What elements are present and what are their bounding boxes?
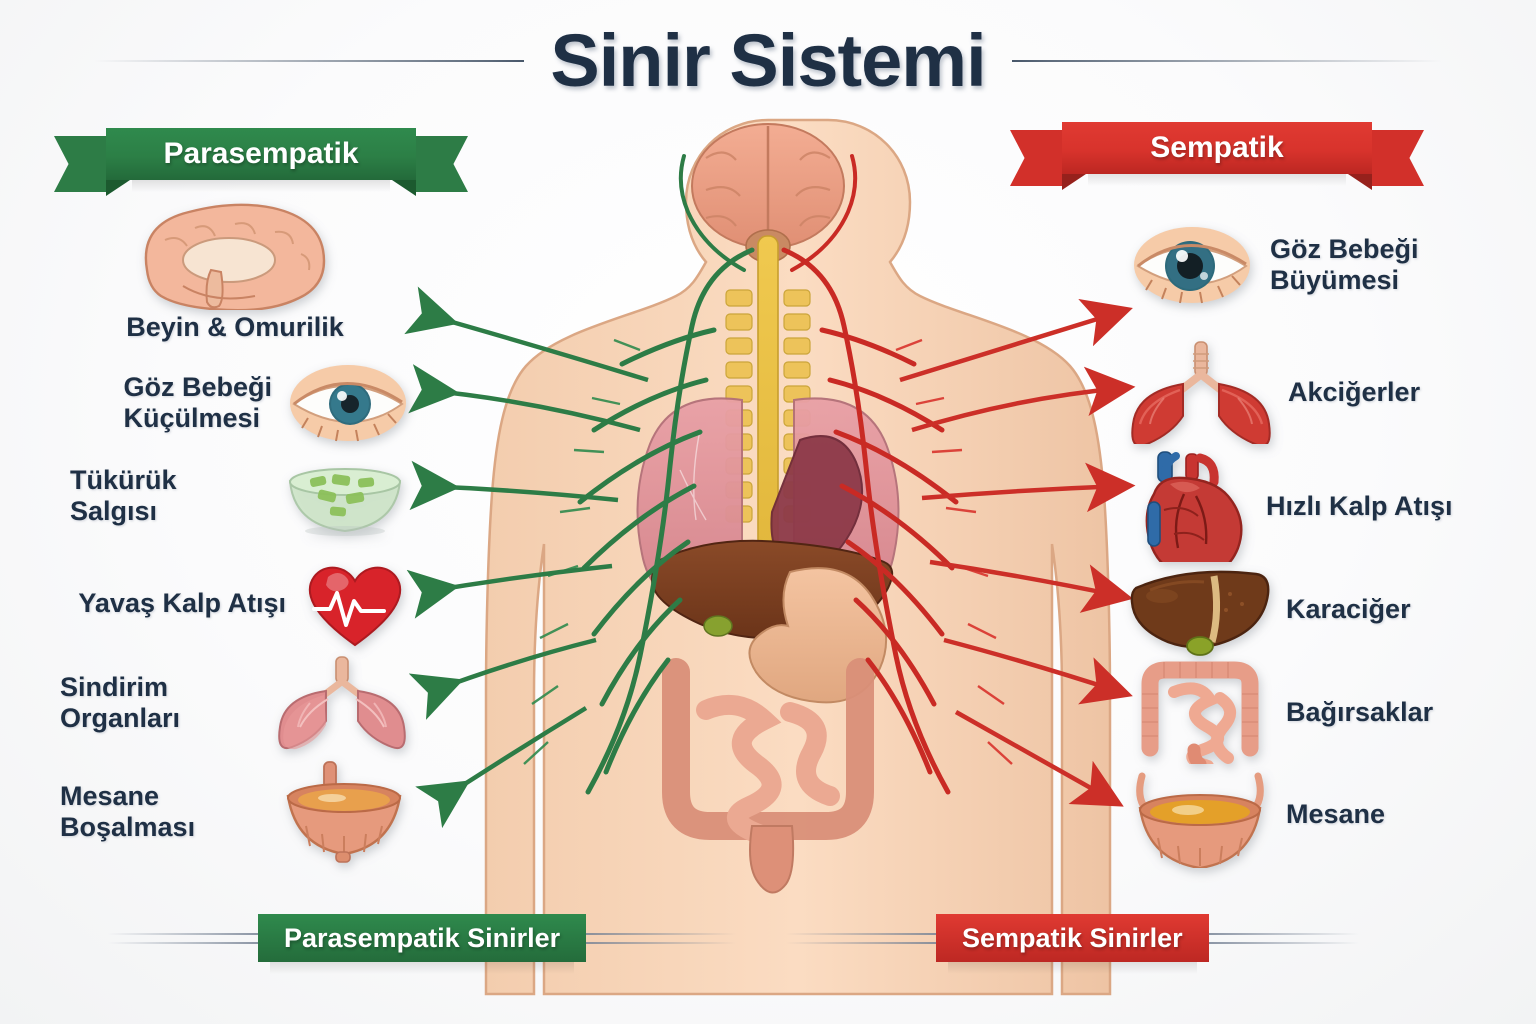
eye-constricted-pupil-icon <box>290 365 406 442</box>
legend-lines-right <box>1208 932 1359 944</box>
ribbon-band <box>1062 122 1372 174</box>
ribbon-shadow <box>132 180 390 192</box>
saliva-bowl-icon <box>288 468 402 536</box>
parasympathetic-arrows <box>404 286 649 829</box>
sympathetic-banner: Sempatik <box>1010 122 1424 190</box>
eye-dilated-pupil-icon <box>1134 227 1250 304</box>
lungs-icon <box>278 656 406 750</box>
list-item: Göz Bebeği Büyümesi <box>1130 222 1530 308</box>
intestines-icon <box>1141 661 1259 764</box>
legend-lines-left <box>786 932 936 944</box>
list-item-label: Yavaş Kalp Atışı <box>78 587 286 618</box>
list-item-label: Mesane Boşalması <box>60 781 196 842</box>
figure-rectum <box>749 825 795 894</box>
bladder-icon <box>1136 772 1264 868</box>
list-item: Hızlı Kalp Atışı <box>1130 450 1530 562</box>
list-item-label: Akciğerler <box>1288 376 1421 407</box>
list-item-label: Tükürük Salgısı <box>70 465 177 526</box>
list-item: Yavaş Kalp Atışı <box>70 555 410 651</box>
legend-line <box>586 932 737 935</box>
list-item: Bağırsaklar <box>1130 660 1530 764</box>
legend-parasympathetic: Parasempatik Sinirler <box>108 914 737 974</box>
legend-line <box>1208 932 1359 935</box>
list-item-label: Mesane <box>1286 798 1386 829</box>
heart-slow-beat-icon <box>308 566 402 647</box>
list-item-label: Sindirim Organları <box>60 672 181 733</box>
legend-line <box>108 932 258 935</box>
liver-icon <box>1130 570 1270 656</box>
brain-sagittal-icon <box>144 203 326 310</box>
sympathetic-nerves <box>781 154 959 795</box>
legend-line <box>586 941 737 944</box>
legend-line <box>786 932 936 935</box>
legend-chip-sympathetic: Sempatik Sinirler <box>936 914 1209 974</box>
legend-line <box>786 941 936 944</box>
anatomical-heart-icon <box>1145 451 1243 562</box>
list-item-label: Göz Bebeği Büyümesi <box>1270 234 1419 295</box>
legend-label-sympathetic: Sempatik Sinirler <box>962 922 1183 953</box>
sympathetic-banner-label: Sempatik <box>1150 131 1284 164</box>
parasympathetic-banner-label: Parasempatik <box>163 137 359 170</box>
legend-lines-right <box>586 932 737 944</box>
list-item: Mesane <box>1130 760 1530 868</box>
parasympathetic-banner: Parasempatik <box>54 128 468 196</box>
list-item: Beyin & Omurilik <box>60 200 410 343</box>
sympathetic-arrows <box>899 298 1136 807</box>
legend-line <box>1208 941 1359 944</box>
figure-small-intestine <box>696 694 840 846</box>
ribbon-band <box>106 128 416 180</box>
legend-line <box>108 941 258 944</box>
parasympathetic-nerves <box>577 154 755 795</box>
bladder-icon <box>286 761 402 863</box>
legend-sympathetic: Sempatik Sinirler <box>786 914 1359 974</box>
list-item: Akciğerler <box>1130 340 1530 444</box>
page-title: Sinir Sistemi <box>550 19 986 102</box>
legend-label-parasympathetic: Parasempatik Sinirler <box>284 922 561 953</box>
title-rule-left <box>94 59 525 62</box>
sympathetic-nerve-twigs <box>895 338 1013 765</box>
list-item: Mesane Boşalması <box>60 760 410 864</box>
list-item: Sindirim Organları <box>60 655 410 751</box>
list-item-label: Göz Bebeği Küçülmesi <box>123 372 272 433</box>
list-item-label: Karaciğer <box>1286 593 1411 624</box>
lungs-icon <box>1131 341 1271 444</box>
list-item-label: Bağırsaklar <box>1286 696 1434 727</box>
title-block: Sinir Sistemi <box>0 18 1536 103</box>
legend-lines-left <box>108 932 258 944</box>
list-item: Tükürük Salgısı <box>70 455 410 537</box>
list-item-label: Beyin & Omurilik <box>126 312 344 342</box>
legend-chip-parasympathetic: Parasempatik Sinirler <box>258 914 587 974</box>
list-item: Göz Bebeği Küçülmesi <box>70 360 410 446</box>
ribbon-shadow <box>1088 174 1346 186</box>
list-item-label: Hızlı Kalp Atışı <box>1266 490 1453 521</box>
title-rule-right <box>1011 59 1442 62</box>
list-item: Karaciğer <box>1130 562 1530 656</box>
